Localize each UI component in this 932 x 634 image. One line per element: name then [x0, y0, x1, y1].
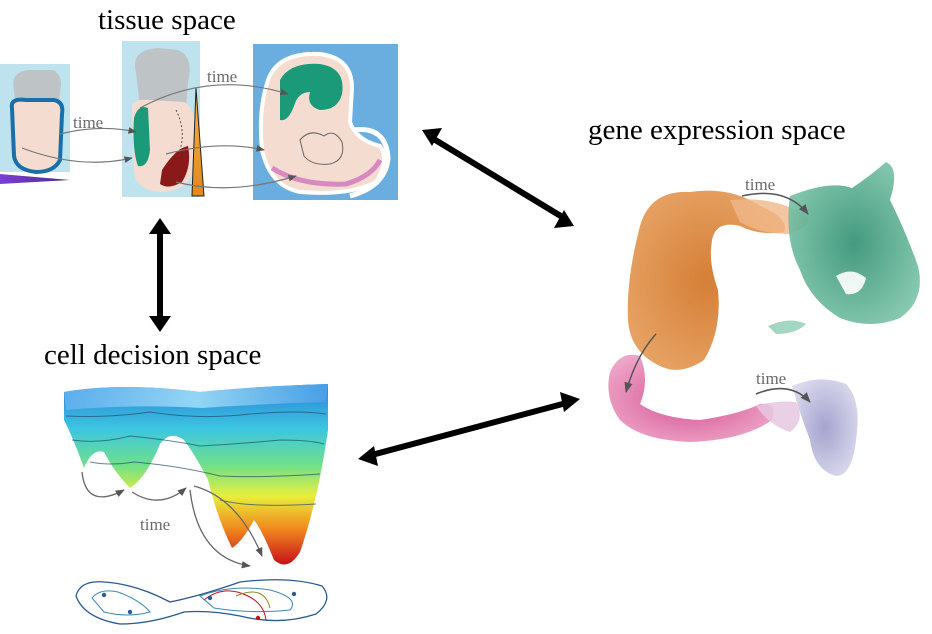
- cell-to-gene-arrowhead-1: [358, 446, 378, 466]
- tissue-time-label-right: time: [207, 67, 237, 86]
- waddington-landscape: time: [64, 384, 328, 624]
- gene-time-label-bottom: time: [756, 369, 786, 388]
- landscape-time-label: time: [140, 515, 170, 534]
- landscape-projection-basin-2: [200, 588, 293, 612]
- tissue-to-cell-arrowhead-down: [149, 316, 171, 332]
- time-wedge-purple: [0, 174, 70, 184]
- landscape-time-arrow-1: [82, 472, 124, 497]
- umap-pink-cluster: [608, 355, 773, 442]
- landscape-projection-point: [208, 596, 212, 600]
- umap-green-fragment: [768, 320, 806, 334]
- gene-time-label-top: time: [745, 175, 775, 194]
- landscape-projection-path-olive: [236, 592, 270, 608]
- umap-green-cluster: [788, 162, 920, 324]
- landscape-projection-point: [292, 592, 296, 596]
- tissue-stage-2-green-domain: [134, 107, 151, 166]
- landscape-projection-outer: [76, 580, 327, 624]
- cell-to-gene-arrow-shaft: [368, 402, 570, 456]
- landscape-projection-basin-1: [92, 591, 150, 615]
- tissue-stage-2-head: [135, 48, 190, 108]
- landscape-projection-point: [128, 610, 132, 614]
- tissue-to-gene-arrow-shaft: [432, 138, 564, 218]
- cell-to-gene-arrowhead-2: [560, 392, 580, 412]
- tissue-stage-1-embryo: [12, 100, 63, 172]
- landscape-surface: [64, 384, 328, 565]
- landscape-projection-point: [256, 616, 260, 620]
- gene-expression-umap: time time: [608, 162, 920, 476]
- landscape-projection-point: [102, 593, 106, 597]
- umap-lavender-cluster: [792, 379, 858, 476]
- tissue-time-label-left: time: [73, 113, 103, 132]
- landscape-time-arrow-2: [132, 488, 186, 500]
- tissue-space-panel: time time: [0, 41, 398, 200]
- tissue-to-cell-arrowhead-up: [149, 218, 171, 234]
